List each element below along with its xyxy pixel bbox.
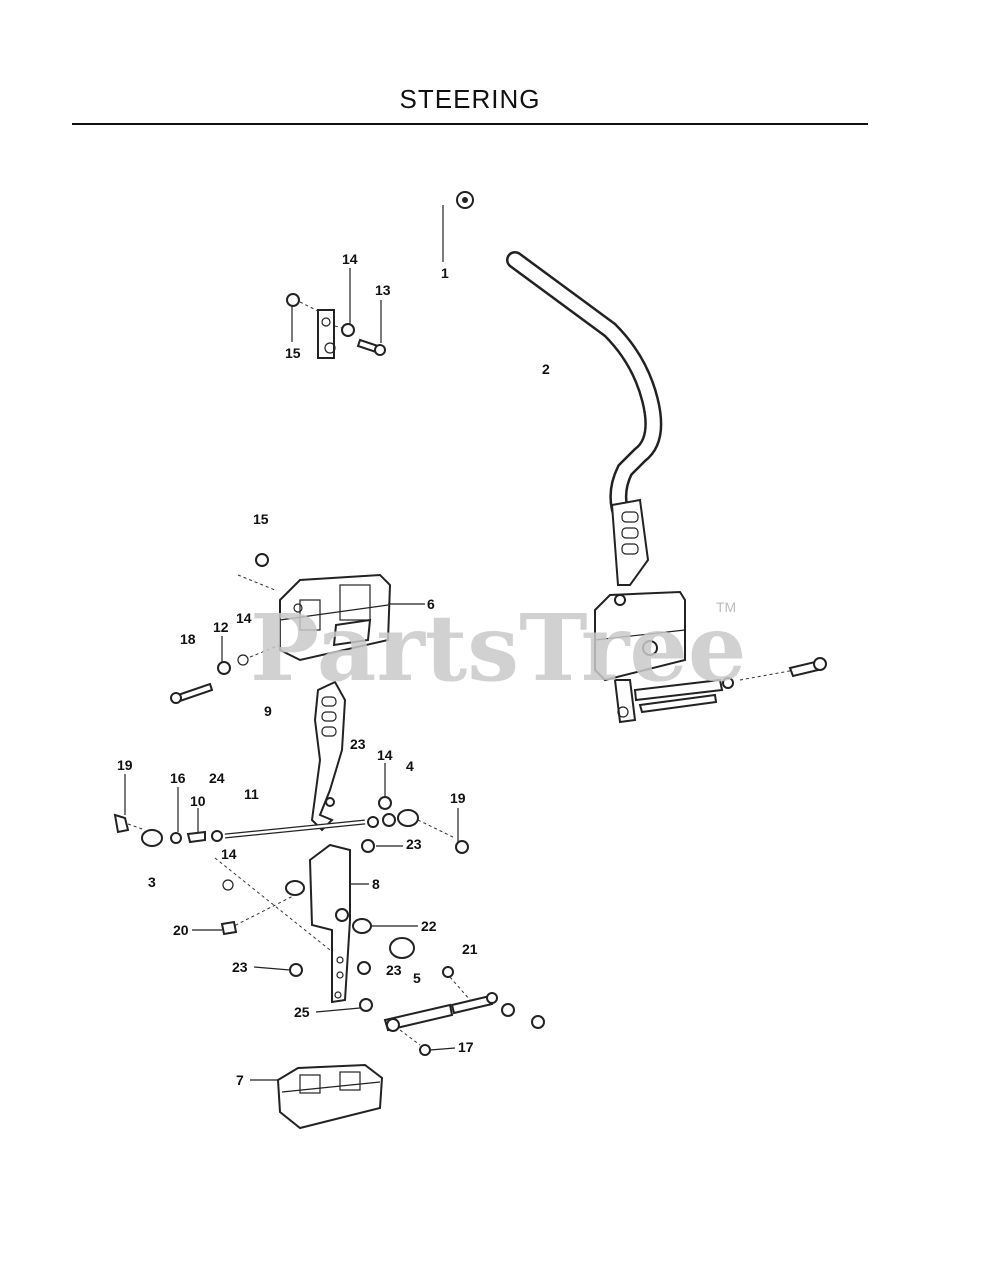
leader-lines	[124, 205, 459, 1081]
damper	[383, 966, 545, 1056]
callout-label: 15	[253, 511, 269, 527]
callout-label: 23	[350, 736, 366, 752]
callout-label: 16	[170, 770, 186, 786]
callout-label: 3	[148, 874, 156, 890]
callout-label: 20	[173, 922, 189, 938]
callout-label: 15	[285, 345, 301, 361]
title-rule	[72, 123, 868, 125]
callout-label: 18	[180, 631, 196, 647]
steering-lever-right	[506, 251, 827, 724]
callout-label: 17	[458, 1039, 474, 1055]
callout-label: 1	[441, 265, 449, 281]
callout-label: 22	[421, 918, 437, 934]
callout-label: 9	[264, 703, 272, 719]
hardware-group-6	[170, 644, 281, 704]
pivot-lever-plate	[310, 680, 347, 832]
callout-label: 14	[377, 747, 393, 763]
callout-label: 23	[386, 962, 402, 978]
callout-label: 14	[236, 610, 252, 626]
callout-label: 11	[244, 786, 259, 802]
callout-label: 14	[221, 846, 237, 862]
callout-label: 19	[450, 790, 466, 806]
lower-base-plate	[276, 1063, 384, 1130]
callout-labels: 1 2 13 14 15 15 6 14 12 18 9 23 14 4 19 …	[117, 251, 550, 1088]
callout-label: 12	[213, 619, 229, 635]
rod-linkage	[113, 796, 469, 854]
callout-label: 7	[236, 1072, 244, 1088]
page-title: STEERING	[399, 84, 541, 114]
callout-label: 24	[209, 770, 225, 786]
callout-label: 8	[372, 876, 380, 892]
callout-label: 5	[413, 970, 421, 986]
callout-label: 13	[375, 282, 391, 298]
callout-label: 21	[462, 941, 478, 957]
watermark-trademark: TM	[716, 599, 736, 615]
callout-label: 10	[190, 793, 206, 809]
steering-handle-left	[268, 139, 474, 359]
callout-label: 23	[232, 959, 248, 975]
callout-label: 6	[427, 596, 435, 612]
callout-label: 4	[406, 758, 414, 774]
hardware-group-1	[286, 293, 386, 356]
upper-mount-block	[237, 553, 392, 662]
callout-label: 23	[406, 836, 422, 852]
watermark-text: PartsTree	[250, 594, 746, 702]
callout-label: 14	[342, 251, 358, 267]
callout-label: 25	[294, 1004, 310, 1020]
vertical-arm	[214, 839, 415, 1012]
callout-label: 19	[117, 757, 133, 773]
callout-label: 2	[542, 361, 550, 377]
